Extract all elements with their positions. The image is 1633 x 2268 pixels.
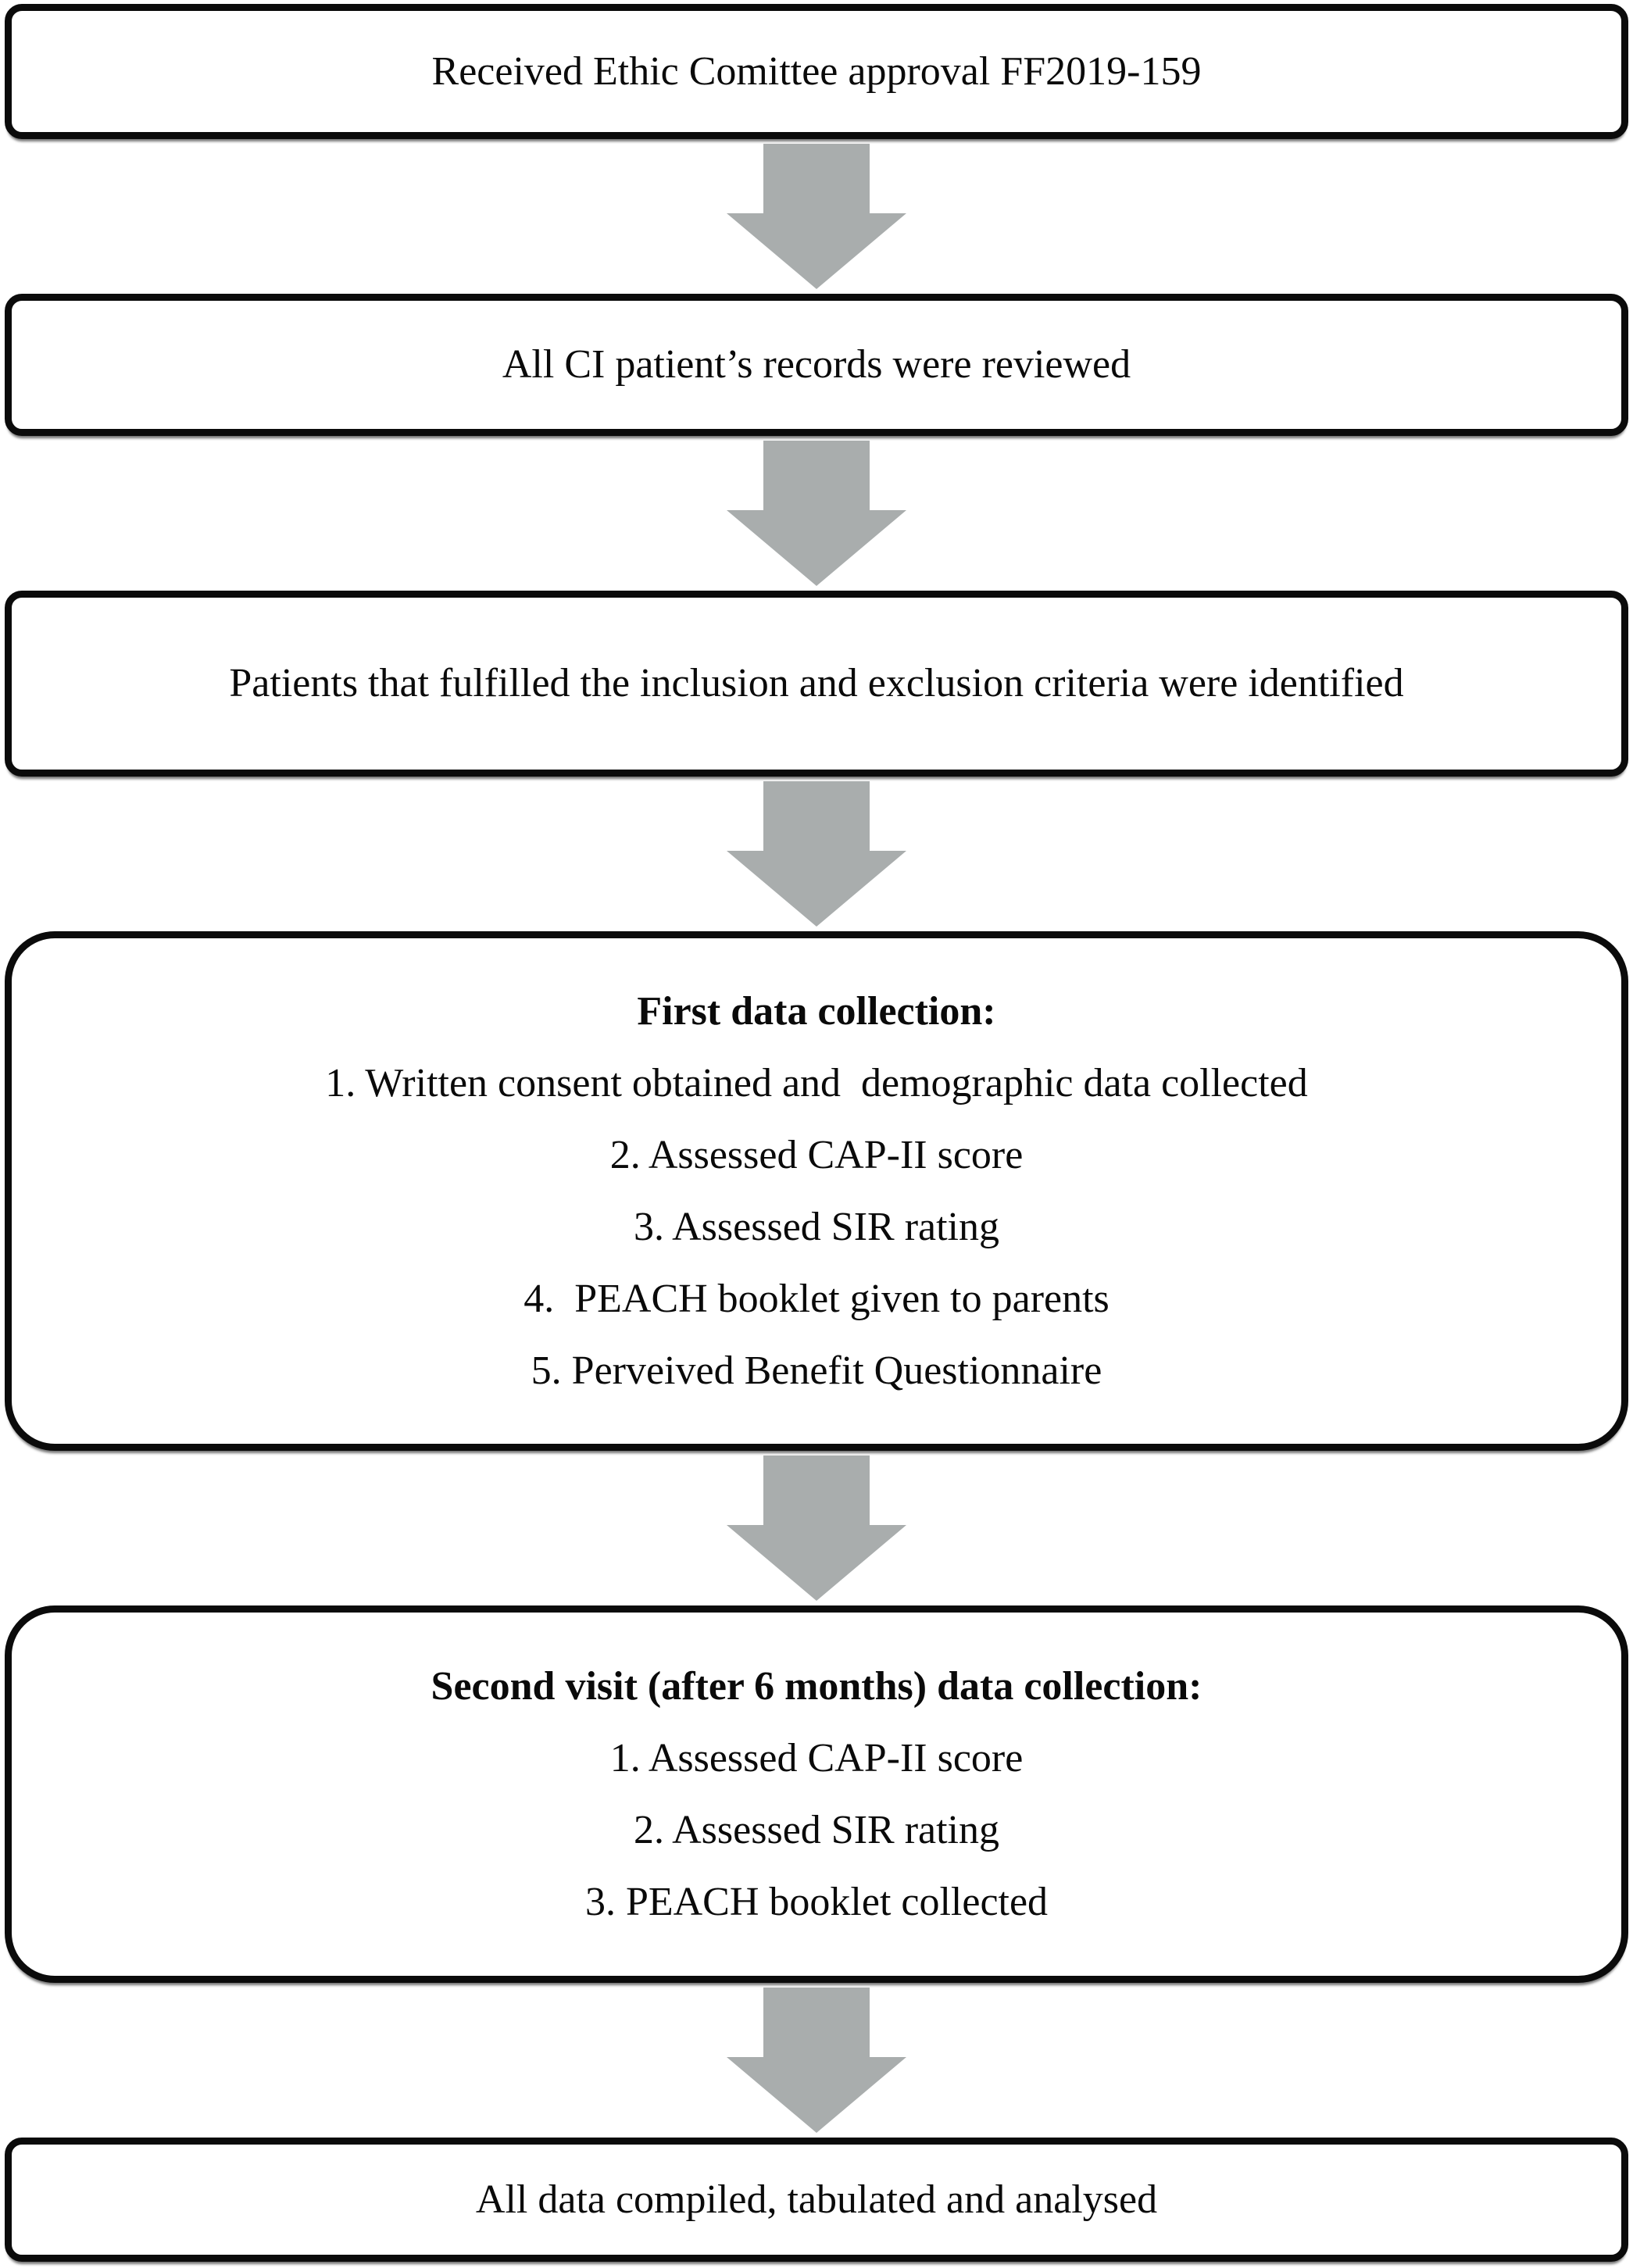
flow-connector (0, 144, 1633, 289)
down-arrow-icon (727, 144, 906, 289)
step-criteria-identified-text: Patients that fulfilled the inclusion an… (229, 661, 1404, 706)
down-arrow-icon (727, 441, 906, 586)
second-data-collection-item: 2. Assessed SIR rating (634, 1807, 999, 1852)
step-ethics-approval-text: Received Ethic Comittee approval FF2019-… (431, 48, 1202, 94)
step-records-review: All CI patient’s records were reviewed (5, 294, 1628, 436)
step-second-data-collection: Second visit (after 6 months) data colle… (5, 1605, 1628, 1983)
first-data-collection-title: First data collection: (637, 988, 996, 1034)
second-data-collection-item: 3. PEACH booklet collected (584, 1879, 1049, 1924)
down-arrow-icon (727, 781, 906, 927)
flow-connector (0, 1988, 1633, 2133)
step-records-review-text: All CI patient’s records were reviewed (502, 342, 1131, 388)
first-data-collection-item: 3. Assessed SIR rating (634, 1204, 999, 1249)
step-data-analysis-text: All data compiled, tabulated and analyse… (475, 2177, 1158, 2222)
first-data-collection-item: 2. Assessed CAP-II score (609, 1132, 1024, 1177)
flow-connector (0, 781, 1633, 927)
step-first-data-collection: First data collection: 1. Written consen… (5, 931, 1628, 1451)
down-arrow-icon (727, 1455, 906, 1601)
flow-connector (0, 441, 1633, 586)
step-ethics-approval: Received Ethic Comittee approval FF2019-… (5, 4, 1628, 139)
first-data-collection-item: 1. Written consent obtained and demograp… (325, 1060, 1308, 1105)
second-data-collection-item: 1. Assessed CAP-II score (609, 1735, 1024, 1780)
step-data-analysis: All data compiled, tabulated and analyse… (5, 2138, 1628, 2262)
flow-connector (0, 1455, 1633, 1601)
first-data-collection-item: 5. Perveived Benefit Questionnaire (531, 1348, 1102, 1393)
second-data-collection-title: Second visit (after 6 months) data colle… (431, 1663, 1202, 1709)
down-arrow-icon (727, 1988, 906, 2133)
step-criteria-identified: Patients that fulfilled the inclusion an… (5, 591, 1628, 777)
first-data-collection-item: 4. PEACH booklet given to parents (523, 1276, 1110, 1321)
